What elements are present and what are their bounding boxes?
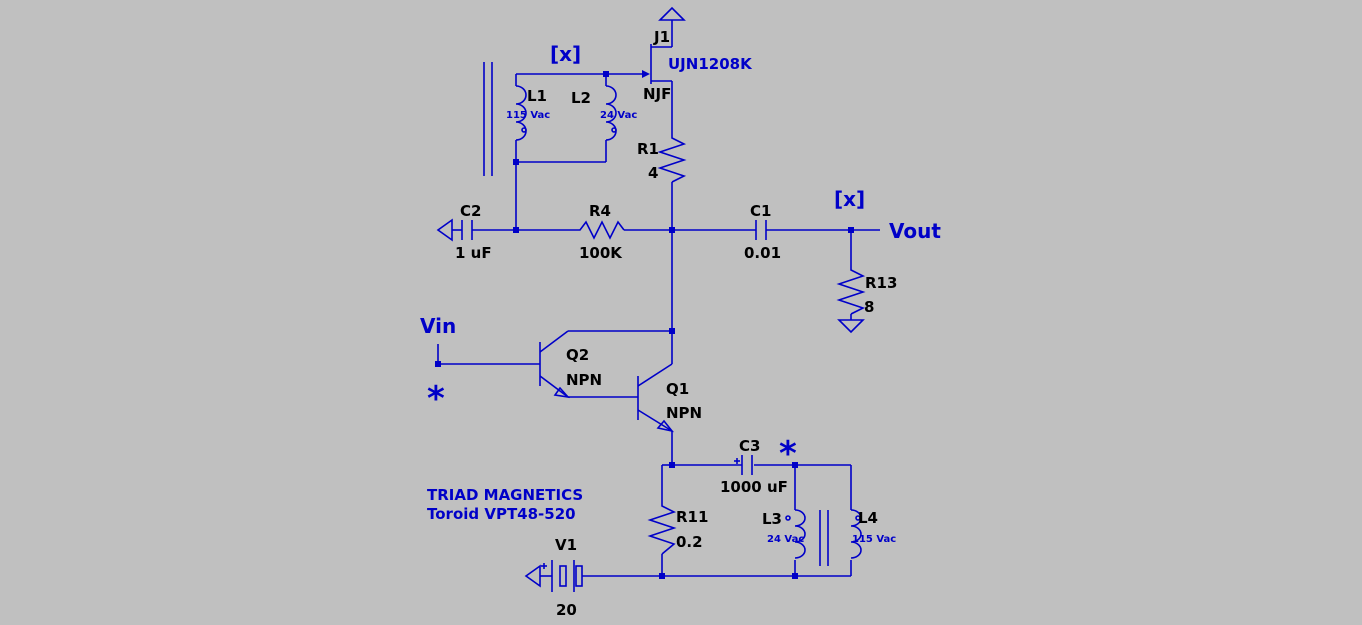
ground-icon: [524, 564, 541, 588]
net-label-x-top: [x]: [550, 42, 581, 66]
c2-name: C2: [460, 202, 481, 220]
q2-type: NPN: [566, 371, 602, 389]
wires: [437, 20, 880, 577]
q1-type: NPN: [666, 404, 702, 422]
resistor-r13[interactable]: [836, 266, 866, 315]
q1-name: Q1: [666, 380, 689, 398]
inductor-l4[interactable]: [850, 509, 862, 559]
ground-icon: [658, 6, 686, 21]
c1-value: 0.01: [744, 244, 781, 262]
transistor-q2[interactable]: [539, 330, 571, 399]
dot-marker-vin: *: [427, 379, 445, 419]
l1-name: L1: [527, 87, 547, 105]
net-label-vin: Vin: [420, 314, 456, 338]
note-line-1: TRIAD MAGNETICS: [427, 486, 583, 504]
c3-value: 1000 uF: [720, 478, 788, 496]
junction-dot-icon: [603, 71, 609, 77]
net-label-vout: Vout: [889, 219, 941, 243]
c3-name: C3: [739, 437, 760, 455]
emitter-arrow-icon: [553, 386, 571, 399]
inductor-l3[interactable]: [785, 509, 806, 559]
emitter-arrow-icon: [656, 419, 675, 433]
junction-dots: [435, 71, 854, 579]
capacitor-c1[interactable]: [755, 220, 767, 240]
r4-name: R4: [589, 202, 611, 220]
junction-dot-icon: [513, 227, 519, 233]
transistor-q1[interactable]: [637, 363, 675, 433]
c2-value: 1 uF: [455, 244, 492, 262]
junction-dot-icon: [435, 361, 441, 367]
junction-dot-icon: [513, 159, 519, 165]
capacitor-c2[interactable]: [461, 220, 473, 240]
v1-name: V1: [555, 536, 577, 554]
dot-marker-c3: *: [779, 434, 797, 474]
r13-name: R13: [865, 274, 897, 292]
l2-name: L2: [571, 89, 591, 107]
junction-dot-icon: [792, 462, 798, 468]
r11-name: R11: [676, 508, 708, 526]
l4-name: L4: [858, 509, 878, 527]
l4-value: 115 Vac: [852, 534, 896, 545]
inductor-l2[interactable]: [605, 85, 617, 141]
resistor-r1[interactable]: [657, 134, 687, 183]
l1-value: 115 Vac: [506, 110, 550, 121]
junction-dot-icon: [669, 462, 675, 468]
r11-value: 0.2: [676, 533, 703, 551]
r13-value: 8: [864, 298, 874, 316]
r4-value: 100K: [579, 244, 623, 262]
arrow-icon: [642, 70, 650, 78]
capacitor-c3[interactable]: [734, 455, 753, 475]
note-line-2: Toroid VPT48-520: [427, 505, 576, 523]
battery-v1[interactable]: [541, 560, 583, 592]
l2-value: 24 Vac: [600, 110, 637, 121]
resistor-r11[interactable]: [647, 500, 677, 555]
c1-name: C1: [750, 202, 771, 220]
inductor-l1[interactable]: [515, 85, 527, 141]
transformer-core-bottom: [819, 510, 829, 566]
q2-name: Q2: [566, 346, 589, 364]
r1-value: 4: [648, 164, 658, 182]
l3-name: L3: [762, 510, 782, 528]
j1-type: NJF: [643, 85, 671, 103]
junction-dot-icon: [848, 227, 854, 233]
jfet-j1[interactable]: [642, 44, 652, 84]
junction-dot-icon: [792, 573, 798, 579]
ground-icon: [436, 218, 453, 242]
ground-icon: [837, 319, 865, 334]
j1-model: UJN1208K: [668, 55, 753, 73]
resistor-r4[interactable]: [576, 220, 625, 240]
r1-name: R1: [637, 140, 659, 158]
junction-dot-icon: [669, 328, 675, 334]
junction-dot-icon: [659, 573, 665, 579]
l3-value: 24 Vac: [767, 534, 804, 545]
transformer-core-top: [483, 62, 493, 176]
j1-name: J1: [653, 28, 670, 46]
junction-dot-icon: [669, 227, 675, 233]
net-label-x-out: [x]: [834, 187, 865, 211]
v1-value: 20: [556, 601, 577, 619]
